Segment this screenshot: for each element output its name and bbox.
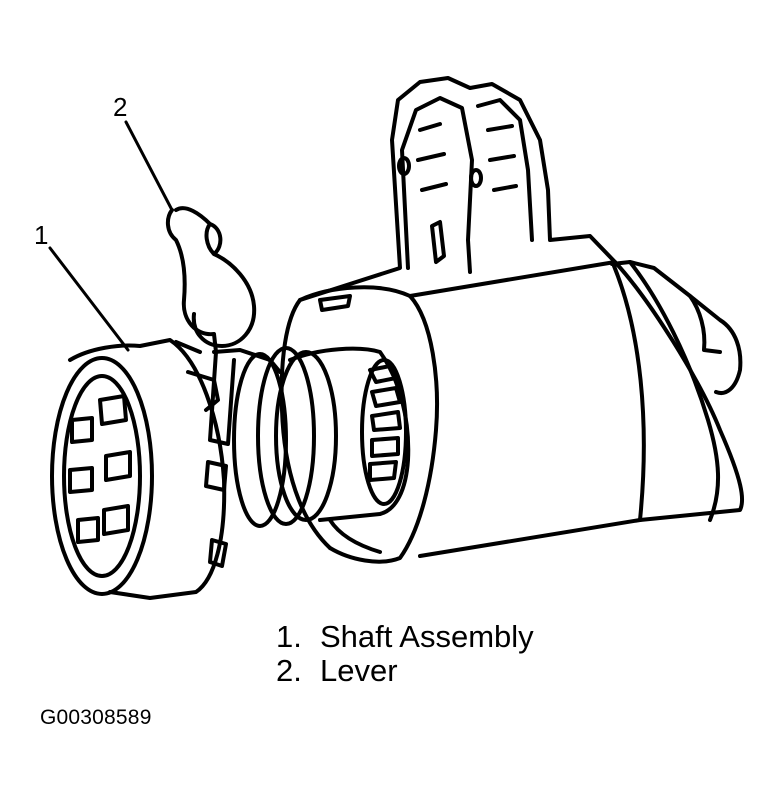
figure-id: G00308589 <box>40 706 152 729</box>
legend-item-label: Shaft Assembly <box>320 619 534 654</box>
legend-item-number: 2. <box>276 653 302 688</box>
motor-housing <box>282 262 742 562</box>
lever <box>168 208 280 444</box>
legend-item-label: Lever <box>320 653 398 688</box>
callout-number-1: 1 <box>34 220 49 250</box>
leader-line-1 <box>50 248 128 350</box>
legend-item-number: 1. <box>276 619 302 654</box>
leader-line-2 <box>126 122 172 210</box>
solenoid-bracket <box>300 78 615 300</box>
callout-number-2: 2 <box>113 92 128 122</box>
legend-item-shaft-assembly: 1. Shaft Assembly <box>276 620 534 654</box>
legend-item-lever: 2. Lever <box>276 654 534 688</box>
shaft-assembly <box>52 340 408 598</box>
legend: 1. Shaft Assembly 2. Lever <box>276 620 534 688</box>
